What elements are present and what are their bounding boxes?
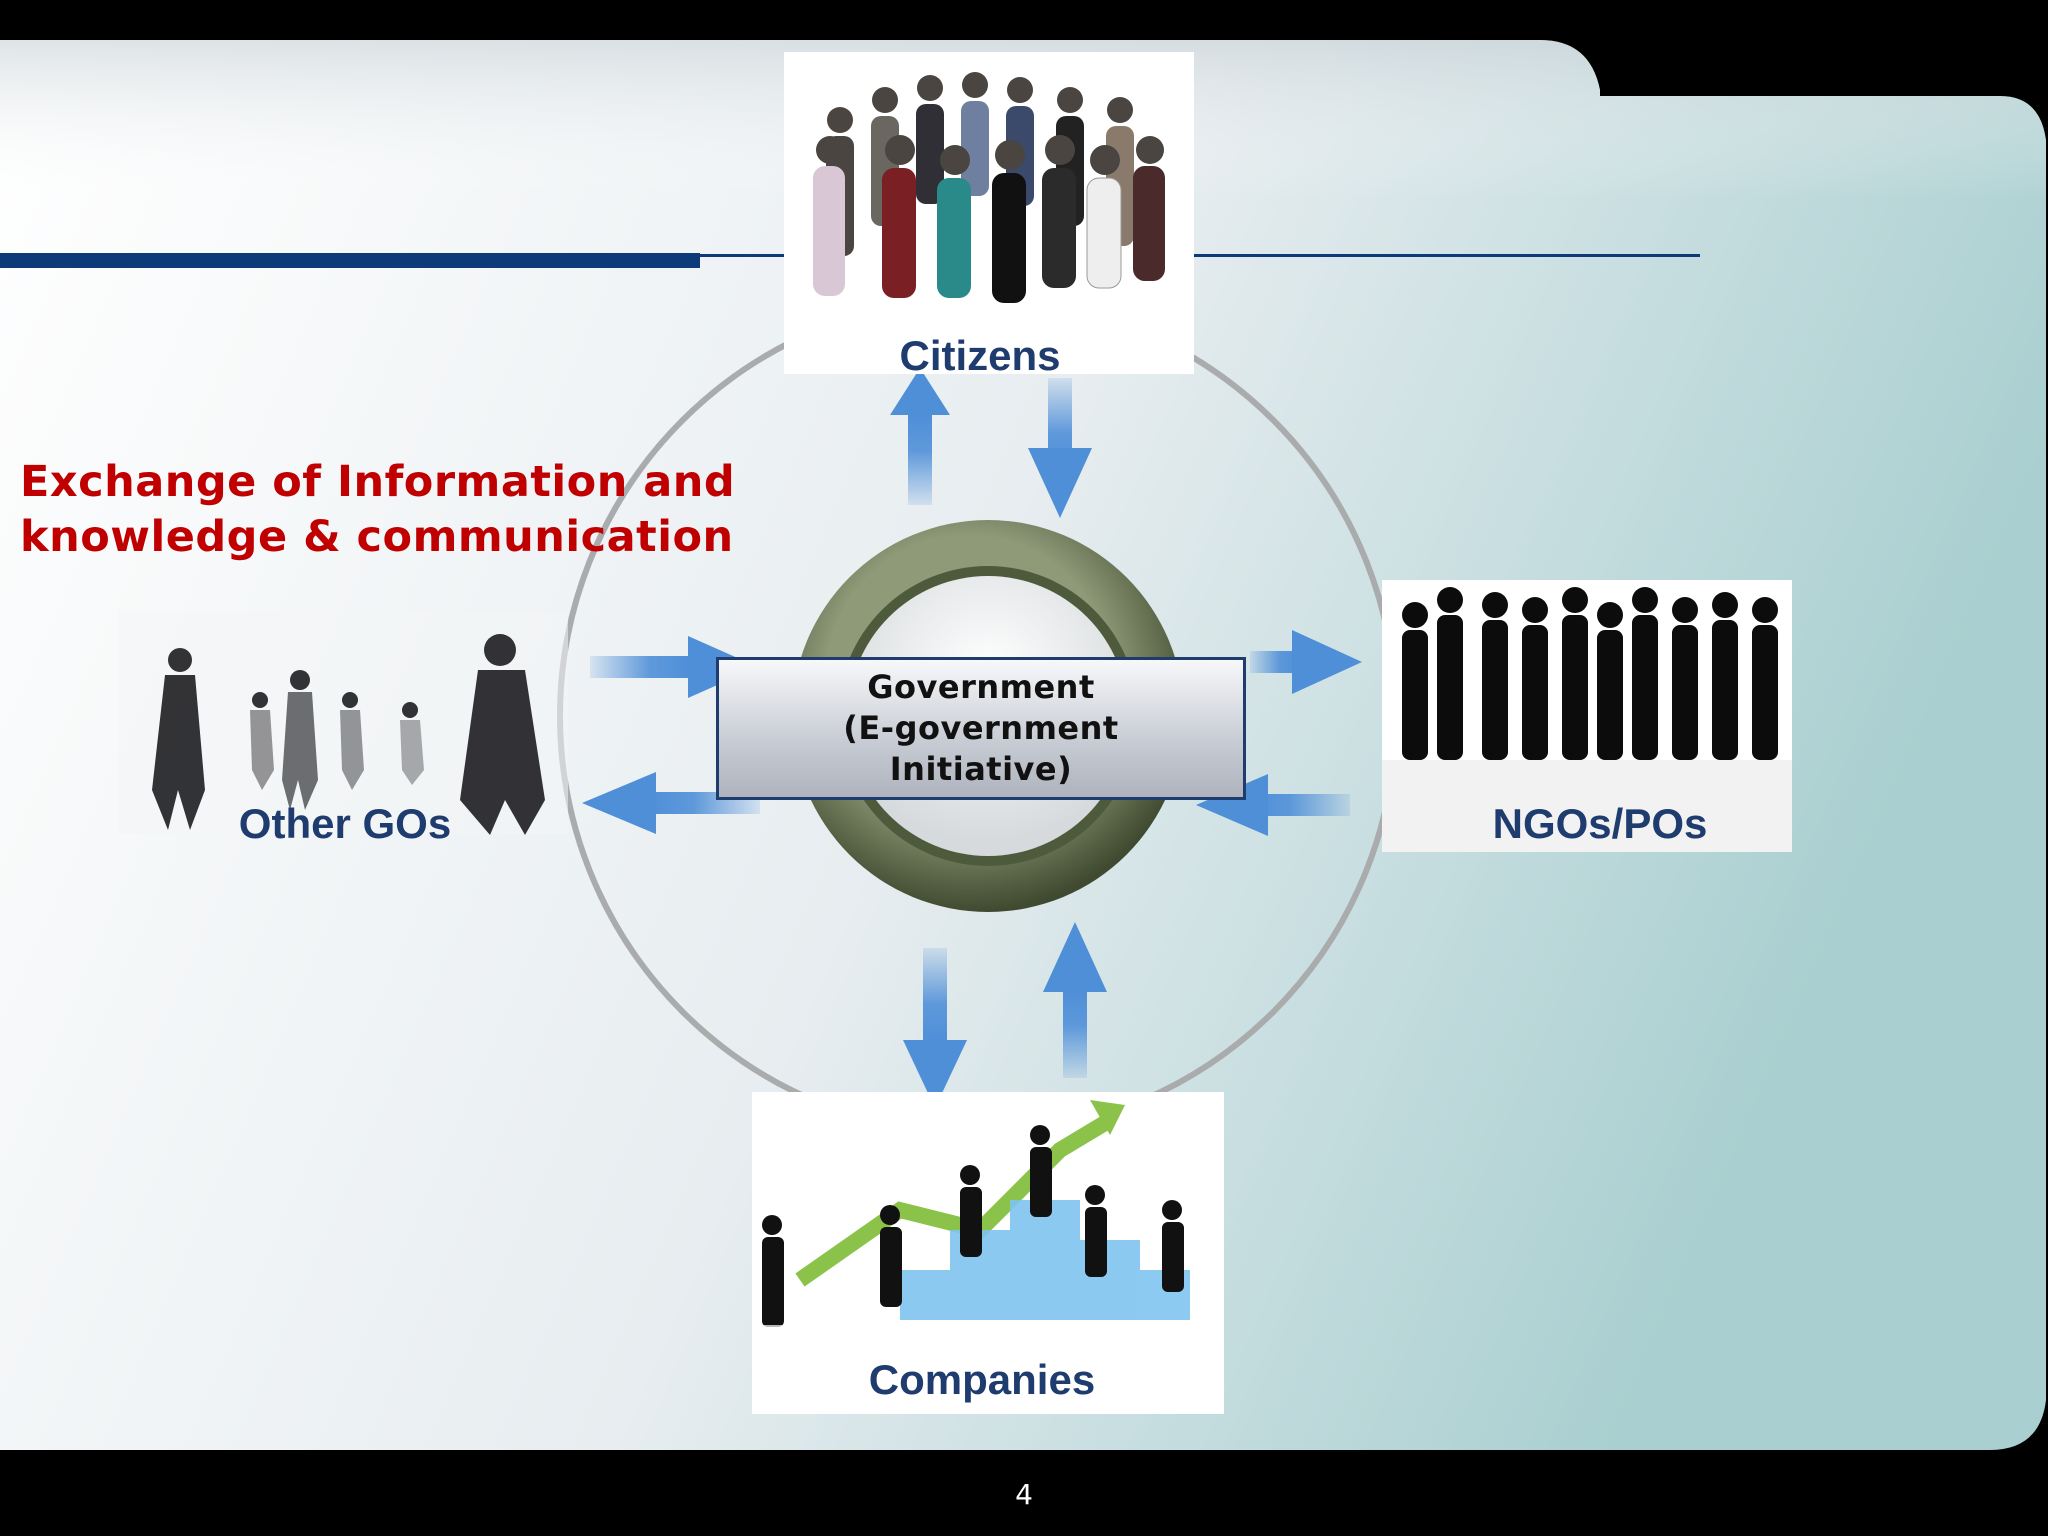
other-gos-photo [118, 612, 568, 835]
ngos-photo [1382, 580, 1792, 852]
citizens-photo [784, 52, 1194, 374]
other-gos-label: Other GOs [238, 800, 452, 847]
page-number: 4 [1015, 1478, 1033, 1511]
heading-line-1: Exchange of Information and [20, 457, 736, 507]
arrow-gov-to-companies [903, 948, 967, 1108]
government-box: Government (E-government Initiative) [716, 657, 1246, 800]
arrow-ngos-to-gov [1196, 774, 1350, 836]
government-line-1: Government [867, 668, 1095, 706]
slide-heading: Exchange of Information and knowledge & … [20, 455, 820, 565]
ngos-label: NGOs/POs [1492, 800, 1708, 847]
companies-label: Companies [868, 1356, 1096, 1403]
arrow-citizens-to-gov [1028, 378, 1092, 518]
government-line-3: Initiative) [889, 750, 1073, 788]
citizens-label: Citizens [899, 332, 1061, 379]
companies-photo [752, 1092, 1224, 1414]
heading-line-2: knowledge & communication [20, 512, 734, 562]
government-line-2: (E-government [843, 709, 1119, 747]
arrow-gov-to-citizens [890, 368, 950, 505]
arrow-companies-to-gov [1043, 922, 1107, 1078]
arrow-gov-to-ngos [1250, 630, 1362, 694]
